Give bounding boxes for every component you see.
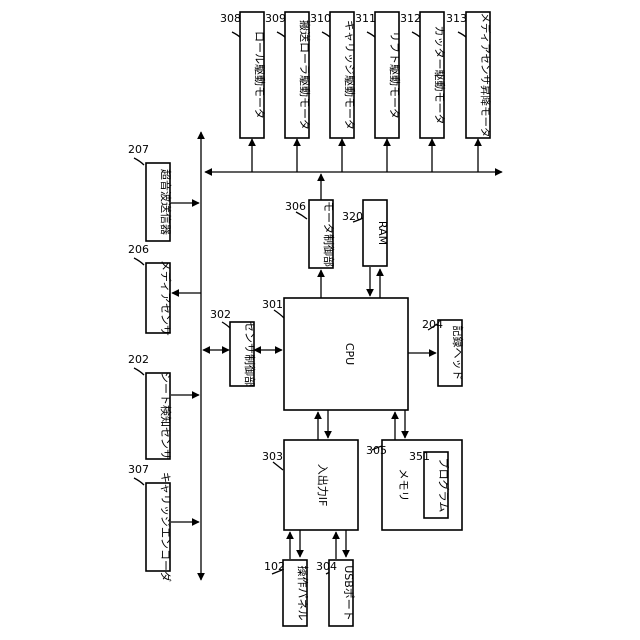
panel-ref: 102: [264, 560, 285, 573]
feed-motor-ref: 309: [265, 12, 286, 25]
cutter-motor-block: カッター駆動モータ 312: [400, 12, 447, 138]
leader-307: [134, 478, 144, 485]
usb-label: USBポート: [342, 565, 355, 621]
cutter-motor-label: カッター駆動モータ: [433, 26, 447, 125]
cutter-motor-ref: 312: [400, 12, 421, 25]
carriage-motor-block: キャリッジ駆動モータ 310: [310, 12, 357, 138]
leader-301: [274, 310, 284, 318]
ram-label: RAM: [376, 221, 389, 245]
sheet-sensor-label: シート検知センサ: [159, 372, 173, 460]
io-if-label: 入出力IF: [316, 464, 330, 507]
usb-block: USBポート 304: [316, 560, 355, 626]
lift-motor-block: リフト駆動モータ 311: [355, 12, 402, 138]
usb-ref: 304: [316, 560, 337, 573]
motor-ctrl-ref: 306: [285, 200, 306, 213]
carriage-motor-ref: 310: [310, 12, 331, 25]
head-ref: 204: [422, 318, 443, 331]
ultrasonic-ref: 207: [128, 143, 149, 156]
sensor-ctrl-block: センサ制御部 302: [210, 308, 257, 387]
cpu-label: CPU: [343, 343, 356, 365]
feed-motor-block: 搬送ローラ駆動モータ 309: [265, 12, 312, 138]
program-label: プログラム: [437, 458, 451, 513]
cpu-ref: 301: [262, 298, 283, 311]
media-sensor-label: メディアセンサ: [159, 260, 173, 336]
sensor-ctrl-ref: 302: [210, 308, 231, 321]
carriage-encoder-ref: 307: [128, 463, 149, 476]
motor-ctrl-label: モータ制御部: [322, 201, 336, 267]
media-sensor-ref: 206: [128, 243, 149, 256]
motor-ctrl-block: モータ制御部 306: [285, 200, 336, 268]
panel-label: 操作パネル: [296, 566, 310, 621]
head-block: 記録ヘッド 204: [422, 318, 465, 386]
feed-motor-label: 搬送ローラ駆動モータ: [298, 20, 312, 130]
sheet-sensor-ref: 202: [128, 353, 149, 366]
io-if-block: 入出力IF 303: [262, 440, 358, 530]
leader-306: [296, 212, 307, 219]
leader-206: [134, 258, 144, 265]
memory-label: メモリ: [397, 469, 410, 502]
media-sensor-block: メディアセンサ 206: [128, 243, 173, 336]
leader-302: [222, 322, 230, 328]
media-lift-motor-ref: 313: [446, 12, 467, 25]
roll-motor-label: ロール駆動モータ: [253, 31, 267, 119]
carriage-encoder-block: キャリッジエンコーダ 307: [128, 463, 173, 582]
lift-motor-ref: 311: [355, 12, 376, 25]
program-ref: 351: [409, 450, 430, 463]
io-if-ref: 303: [262, 450, 283, 463]
roll-motor-block: ロール駆動モータ 308: [220, 12, 267, 138]
media-lift-motor-block: メディアセンサ昇降モータ 313: [446, 12, 492, 138]
media-lift-motor-label: メディアセンサ昇降モータ: [479, 12, 492, 137]
sensor-ctrl-label: センサ制御部: [243, 321, 257, 387]
leader-207: [134, 158, 144, 165]
cpu-block: CPU 301: [262, 298, 408, 410]
carriage-encoder-label: キャリッジエンコーダ: [159, 472, 173, 582]
memory-ref: 305: [366, 444, 387, 457]
roll-motor-ref: 308: [220, 12, 241, 25]
leader-303: [273, 462, 283, 470]
ultrasonic-label: 超音波送信器: [159, 169, 173, 235]
leader-202: [134, 368, 144, 375]
carriage-motor-label: キャリッジ駆動モータ: [343, 20, 357, 130]
ram-ref: 320: [342, 210, 363, 223]
lift-motor-label: リフト駆動モータ: [388, 31, 402, 119]
panel-block: 操作パネル 102: [264, 560, 310, 626]
memory-block: メモリ 305 プログラム 351: [366, 440, 462, 530]
ram-block: RAM 320: [342, 200, 389, 266]
head-label: 記録ヘッド: [451, 326, 465, 381]
